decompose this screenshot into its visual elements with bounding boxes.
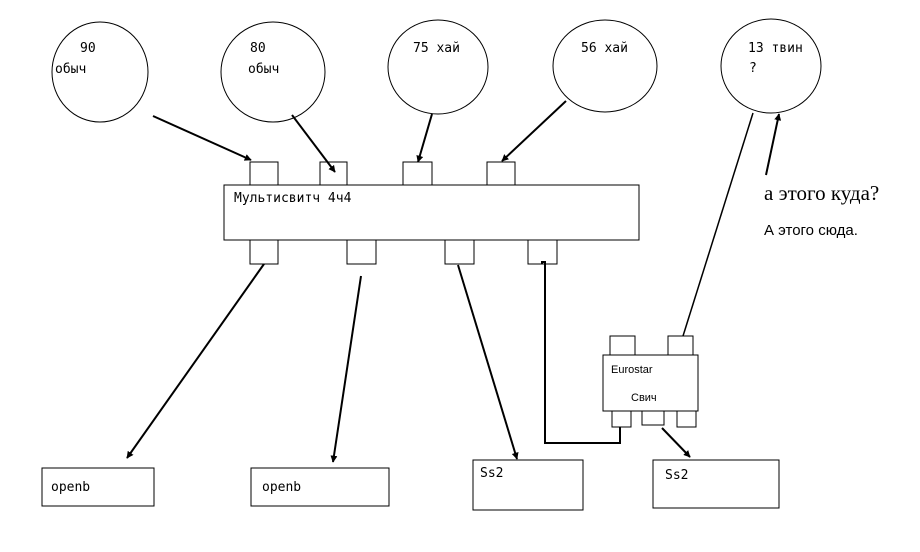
satellite-ellipse <box>387 19 489 115</box>
satellite-ellipse <box>51 21 149 123</box>
cable-to-switch <box>541 261 621 444</box>
receiver-openb-1: openb <box>41 467 155 507</box>
cable-arrow <box>416 113 433 163</box>
satellite-label: 13 твин <box>748 41 803 56</box>
satellite-80: 80 обыч <box>220 21 326 123</box>
receiver-box <box>472 459 584 511</box>
receiver-label: Ss2 <box>665 468 688 483</box>
multiswitch: Мультисвитч 4ч4 <box>223 161 640 265</box>
satellite-label: 90 <box>80 41 96 56</box>
annotation-question: а этого куда? <box>764 181 879 205</box>
multiswitch-input-port <box>249 161 279 186</box>
cable-arrow <box>457 264 519 460</box>
switch-input-port <box>667 335 694 357</box>
multiswitch-output-port <box>444 239 475 265</box>
satellite-75: 75 хай <box>387 19 489 115</box>
receiver-label: openb <box>51 480 90 495</box>
cable-arrow <box>661 427 691 458</box>
receiver-openb-2: openb <box>250 467 390 507</box>
switch-label: Eurostar <box>611 364 653 376</box>
satellite-label: 80 <box>250 41 266 56</box>
satellite-56: 56 хай <box>552 19 658 113</box>
receiver-ss2-2: Ss2 <box>652 459 780 509</box>
satellite-13: 13 твин ? <box>720 18 822 114</box>
satellite-sublabel: обыч <box>55 62 86 77</box>
cable-arrow <box>126 263 265 459</box>
receiver-ss2-1: Ss2 <box>472 459 584 511</box>
eurostar-switch: Eurostar Свич <box>602 335 699 428</box>
multiswitch-input-port <box>319 161 348 186</box>
switch-body <box>602 354 699 412</box>
satellite-sublabel: обыч <box>248 62 279 77</box>
multiswitch-input-port <box>486 161 516 186</box>
annotation-arrow <box>765 113 782 176</box>
satellite-ellipse <box>552 19 658 113</box>
switch-output-port <box>676 410 697 428</box>
multiswitch-input-port <box>402 161 433 186</box>
receiver-label: openb <box>262 480 301 495</box>
multiswitch-output-port <box>346 239 377 265</box>
switch-input-port <box>609 335 636 357</box>
cable-from-satellite-13 <box>682 112 754 337</box>
cable-arrow <box>291 114 336 173</box>
satellite-label: 56 хай <box>581 41 628 56</box>
receiver-box <box>41 467 155 507</box>
multiswitch-label: Мультисвитч 4ч4 <box>234 191 352 206</box>
satellite-sublabel: ? <box>749 61 757 76</box>
switch-sublabel: Свич <box>631 392 657 404</box>
satellite-label: 75 хай <box>413 41 460 56</box>
receiver-box <box>250 467 390 507</box>
multiswitch-output-port <box>249 239 279 265</box>
switch-output-port <box>611 410 632 428</box>
cable-arrow <box>330 275 362 463</box>
satellite-90: 90 обыч <box>51 21 149 123</box>
satellite-ellipse <box>220 21 326 123</box>
multiswitch-body <box>223 184 640 241</box>
receiver-label: Ss2 <box>480 466 503 481</box>
switch-output-port <box>641 410 665 426</box>
cable-arrow <box>152 115 252 161</box>
cable-arrow <box>501 100 567 162</box>
receiver-box <box>652 459 780 509</box>
annotation-answer: А этого сюда. <box>764 222 858 239</box>
satellite-ellipse <box>720 18 822 114</box>
multiswitch-output-port <box>527 239 558 265</box>
